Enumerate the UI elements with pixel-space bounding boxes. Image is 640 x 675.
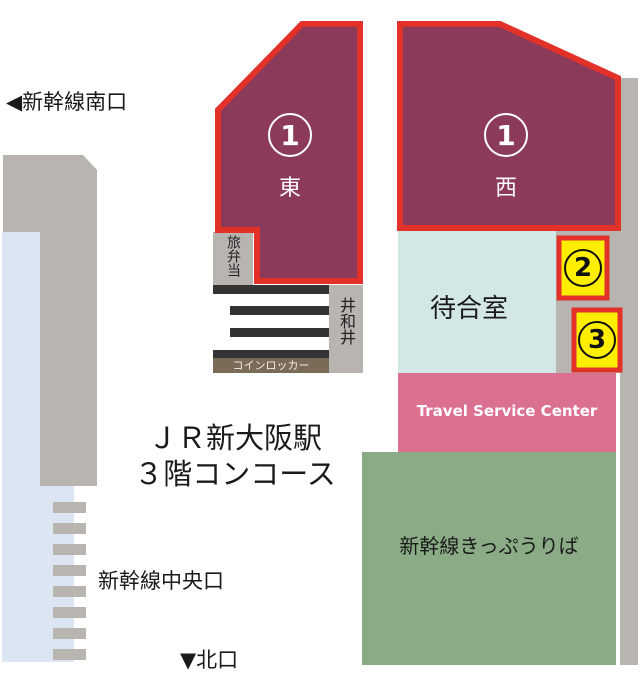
travel-service-center[interactable] bbox=[398, 373, 616, 452]
waiting-room[interactable] bbox=[398, 231, 572, 373]
central-exit-label: 新幹線中央口 bbox=[98, 569, 224, 593]
coin-locker-label: コインロッカー bbox=[232, 359, 310, 372]
down-arrow-icon: ▼ bbox=[180, 648, 197, 672]
zone-west-name: 西 bbox=[495, 176, 518, 201]
izuzu-label: 井和井 bbox=[337, 297, 356, 345]
ticket-office-label: 新幹線きっぷうりば bbox=[399, 534, 579, 558]
ekiben-label: 旅弁当 bbox=[225, 235, 241, 277]
south-exit-label: ◀新幹線南口 bbox=[6, 90, 128, 114]
marker-3-icon: 3 bbox=[578, 321, 616, 359]
izuzu-box bbox=[329, 285, 363, 373]
zone-west-number-icon: 1 bbox=[484, 113, 528, 157]
waiting-room-label: 待合室 bbox=[430, 294, 509, 324]
left-arrow-icon: ◀ bbox=[6, 90, 23, 114]
zone-east-name: 東 bbox=[279, 176, 302, 201]
gate-bars bbox=[53, 502, 86, 660]
ekiben-box bbox=[213, 232, 253, 286]
zone-east-number-icon: 1 bbox=[268, 113, 312, 157]
marker-2-icon: 2 bbox=[564, 249, 602, 287]
coin-locker-box bbox=[213, 358, 329, 373]
north-exit-label: ▼北口 bbox=[180, 648, 239, 672]
travel-center-label: Travel Service Center bbox=[416, 402, 598, 420]
left-wall bbox=[3, 155, 97, 486]
ticket-office[interactable] bbox=[362, 452, 616, 665]
station-title: ＪＲ新大阪駅 ３階コンコース bbox=[134, 421, 336, 491]
right-wall bbox=[620, 78, 638, 665]
escalator-bars bbox=[213, 285, 329, 359]
